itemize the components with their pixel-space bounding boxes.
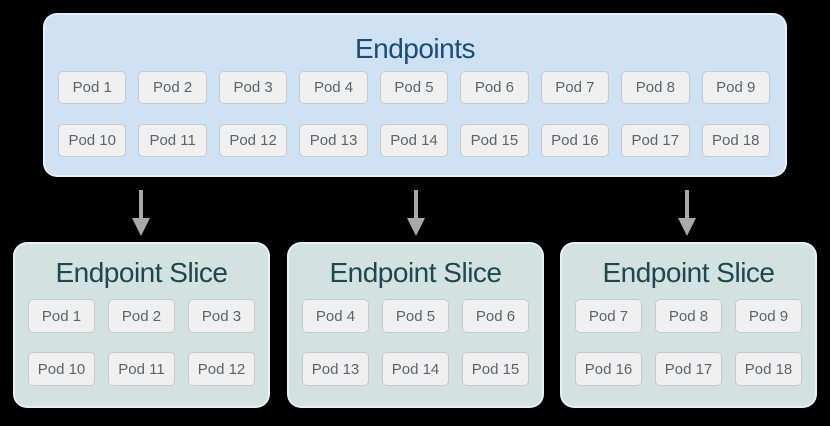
down-arrow: [407, 190, 425, 236]
pod-box: Pod 17: [621, 124, 690, 157]
pod-box: Pod 8: [655, 299, 722, 333]
pod-box: Pod 9: [735, 299, 802, 333]
down-arrow: [678, 190, 696, 236]
arrow-head: [678, 218, 696, 236]
pod-box: Pod 3: [218, 71, 288, 104]
pod-box: Pod 10: [28, 352, 95, 386]
slice-3-pod-grid: Pod 7 Pod 8 Pod 9 Pod 16 Pod 17 Pod 18: [575, 299, 802, 386]
pod-box: Pod 2: [108, 299, 175, 333]
pod-box: Pod 17: [655, 352, 722, 386]
pod-box: Pod 5: [379, 71, 449, 104]
pod-box: Pod 1: [58, 71, 127, 104]
pod-box: Pod 8: [621, 71, 690, 104]
pod-box: Pod 13: [302, 352, 369, 386]
slice-2-pod-grid: Pod 4 Pod 5 Pod 6 Pod 13 Pod 14 Pod 15: [302, 299, 529, 386]
pod-box: Pod 15: [462, 352, 529, 386]
pod-box: Pod 18: [735, 352, 802, 386]
pod-box: Pod 11: [108, 352, 175, 386]
endpoints-title: Endpoints: [354, 33, 476, 64]
pod-box: Pod 18: [701, 124, 770, 157]
pod-box: Pod 4: [302, 299, 369, 333]
pod-box: Pod 2: [138, 71, 207, 104]
pod-box: Pod 14: [379, 124, 449, 157]
pod-box: Pod 12: [218, 124, 288, 157]
endpoints-pod-grid: Pod 1 Pod 2 Pod 3 Pod 4 Pod 5 Pod 6 Pod 7 Pod 8…: [58, 71, 770, 157]
arrow-head: [407, 218, 425, 236]
pod-box: Pod 16: [575, 352, 642, 386]
arrow-stem: [414, 190, 418, 218]
pod-box: Pod 10: [58, 124, 127, 157]
pod-box: Pod 9: [701, 71, 770, 104]
pod-box: Pod 6: [460, 71, 529, 104]
endpoint-slice-title: Endpoint Slice: [55, 257, 228, 288]
arrow-stem: [685, 190, 689, 218]
pod-box: Pod 7: [540, 71, 610, 104]
pod-box: Pod 14: [382, 352, 449, 386]
pod-box: Pod 5: [382, 299, 449, 333]
endpoints-box: Endpoints Pod 1 Pod 2 Pod 3 Pod 4 Pod 5 Pod 6…: [43, 13, 787, 177]
pod-box: Pod 11: [138, 124, 207, 157]
endpoint-slice-title: Endpoint Slice: [602, 257, 775, 288]
pod-box: Pod 6: [462, 299, 529, 333]
pod-box: Pod 13: [299, 124, 368, 157]
slice-1-pod-grid: Pod 1 Pod 2 Pod 3 Pod 10 Pod 11 Pod 12: [28, 299, 255, 386]
pod-box: Pod 1: [28, 299, 95, 333]
down-arrow: [132, 190, 150, 236]
pod-box: Pod 3: [188, 299, 255, 333]
endpoint-slice-title: Endpoint Slice: [329, 257, 502, 288]
pod-box: Pod 4: [299, 71, 368, 104]
arrow-stem: [139, 190, 143, 218]
pod-box: Pod 12: [188, 352, 255, 386]
pod-box: Pod 7: [575, 299, 642, 333]
pod-box: Pod 15: [460, 124, 529, 157]
arrow-head: [132, 218, 150, 236]
pod-box: Pod 16: [540, 124, 610, 157]
